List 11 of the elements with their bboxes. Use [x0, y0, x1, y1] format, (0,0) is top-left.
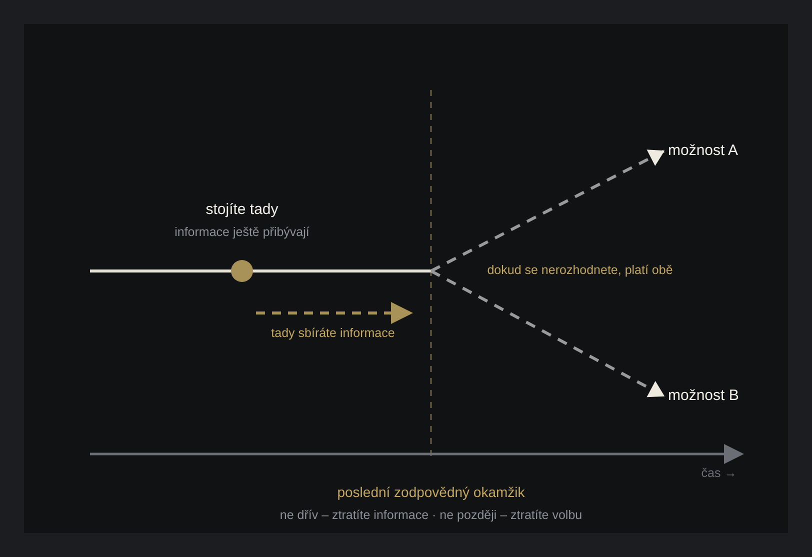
dashed-arrow: [430, 270, 665, 398]
dashed-arrow: [430, 150, 665, 272]
deadline-label: poslední zodpovědný okamžik: [337, 484, 525, 500]
option-label: možnost A: [664, 141, 750, 161]
note: tady sbíráte informace: [271, 326, 395, 340]
deadline-note: ne dřív – ztratíte informace · ne později – ztratíte volbu: [280, 508, 582, 522]
axis-label: čas →: [701, 466, 737, 480]
note: dokud se nerozhodnete, platí obě: [487, 263, 673, 277]
position-label: stojíte tady: [206, 201, 278, 218]
position-note: informace ještě přibývají: [174, 225, 310, 239]
option-label: možnost B: [664, 386, 750, 406]
